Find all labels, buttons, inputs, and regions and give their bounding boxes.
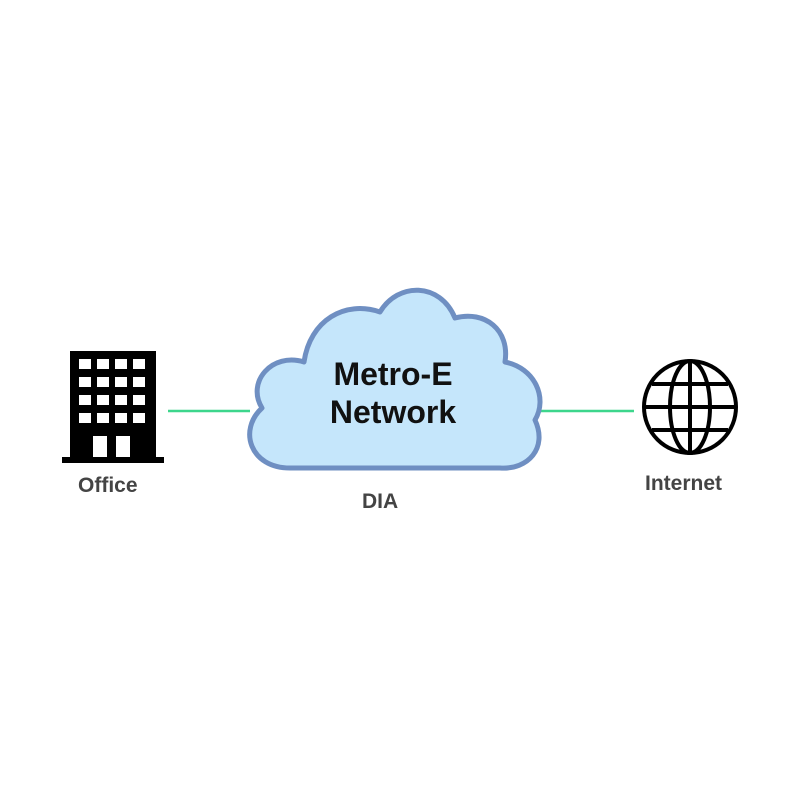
cloud-icon	[247, 287, 543, 471]
link-label-dia: DIA	[362, 490, 399, 513]
cloud-label-line2: Network	[329, 394, 457, 430]
internet-label: Internet	[645, 472, 723, 495]
office-building-icon	[62, 351, 164, 463]
office-label: Office	[78, 474, 138, 497]
cloud-label-line1: Metro-E	[333, 356, 453, 392]
globe-icon	[642, 359, 738, 455]
cloud-label: Metro-E Network	[290, 355, 496, 431]
